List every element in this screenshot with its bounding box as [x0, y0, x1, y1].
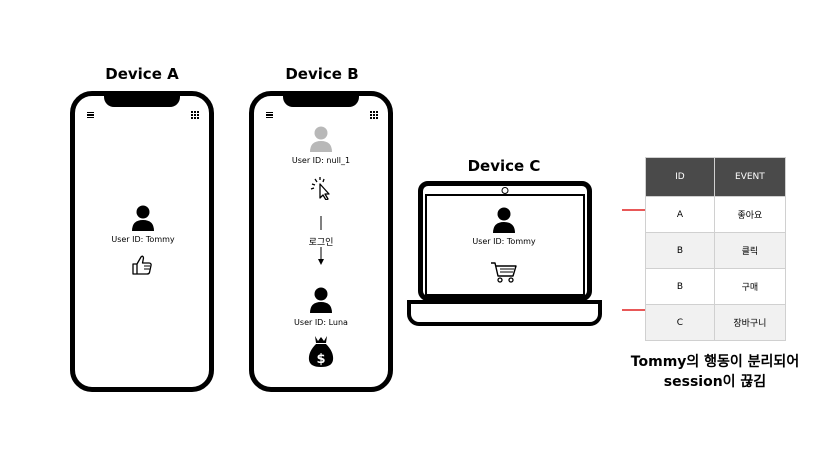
user-avatar-icon	[493, 207, 515, 233]
user-avatar-icon	[132, 205, 154, 231]
table-cell-event: 클릭	[713, 232, 787, 269]
click-cursor-icon	[310, 177, 330, 200]
hamburger-menu-icon[interactable]	[266, 112, 273, 118]
device-a-user-id: User ID: Tommy	[111, 235, 175, 244]
caption-line-1: Tommy의 행동이 분리되어	[630, 354, 800, 370]
table-header-event: EVENT	[713, 157, 787, 197]
shopping-cart-icon	[491, 262, 517, 283]
phone-notch	[104, 95, 180, 107]
table-row: A 좋아요	[645, 196, 787, 233]
anonymous-user-avatar-icon	[310, 126, 332, 152]
table-row: B 구매	[645, 268, 787, 305]
hamburger-menu-icon[interactable]	[87, 112, 94, 118]
apps-grid-icon[interactable]	[191, 111, 199, 119]
webcam-icon	[501, 187, 509, 194]
device-b-user-id-before: User ID: null_1	[291, 156, 351, 165]
device-b-title: Device B	[285, 65, 359, 83]
thumbs-up-icon	[132, 255, 152, 275]
money-bag-icon: $	[308, 336, 334, 367]
user-avatar-icon	[310, 287, 332, 313]
phone-notch	[283, 95, 359, 107]
table-cell-id: B	[645, 268, 715, 305]
device-b-user-id-after: User ID: Luna	[294, 318, 348, 327]
device-c-user-id: User ID: Tommy	[472, 237, 536, 246]
device-c-title: Device C	[467, 157, 541, 175]
table-row: C 장바구니	[645, 304, 787, 341]
table-cell-event: 좋아요	[713, 196, 787, 233]
table-row: B 클릭	[645, 232, 787, 269]
table-cell-id: A	[645, 196, 715, 233]
svg-text:$: $	[316, 352, 325, 367]
laptop-base	[407, 300, 602, 326]
table-cell-id: C	[645, 304, 715, 341]
login-arrow-label: 로그인	[308, 238, 334, 248]
event-table: ID EVENT A 좋아요 B 클릭 B 구매 C 장바구니	[645, 157, 787, 341]
apps-grid-icon[interactable]	[370, 111, 378, 119]
table-header-id: ID	[645, 157, 715, 197]
device-a-phone	[70, 91, 214, 392]
table-cell-event: 장바구니	[713, 304, 787, 341]
device-a-title: Device A	[105, 65, 179, 83]
table-cell-event: 구매	[713, 268, 787, 305]
down-arrow-line	[318, 216, 324, 265]
session-caption: Tommy의 행동이 분리되어 session이 끊김	[610, 352, 820, 392]
table-cell-id: B	[645, 232, 715, 269]
caption-line-2: session이 끊김	[663, 374, 767, 390]
